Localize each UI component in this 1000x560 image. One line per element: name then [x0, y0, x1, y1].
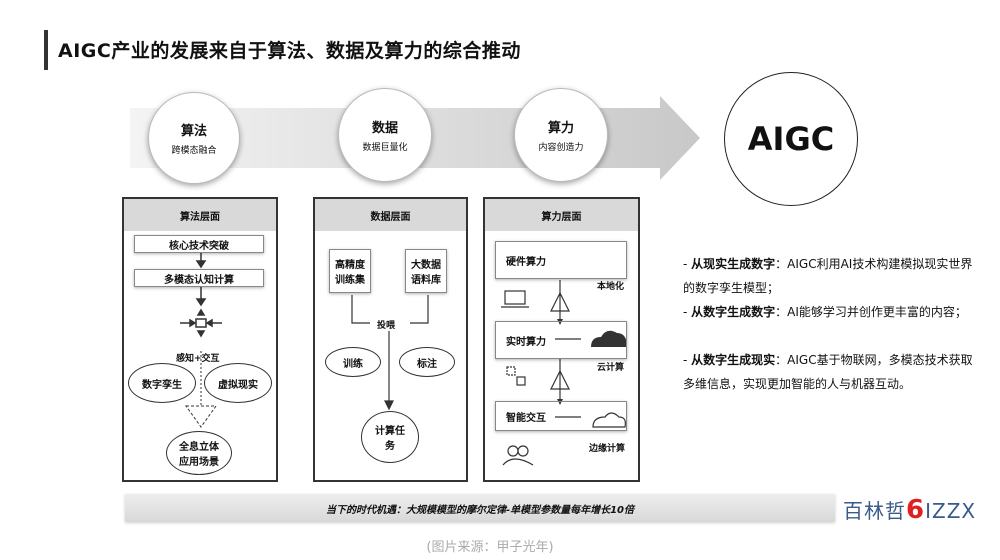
page-title: AIGC产业的发展来自于算法、数据及算力的综合推动 — [58, 40, 521, 62]
stage-sub: 数据巨量化 — [362, 143, 408, 153]
local-label: 本地化 — [597, 282, 625, 292]
bullet-item: - 从数字生成数字：AI能够学习并创作更丰富的内容； — [683, 305, 967, 319]
image-caption: (图片来源：甲子光年) — [426, 540, 554, 555]
banner: 当下的时代机遇：大规模模型的摩尔定律-单模型参数量每年增长10倍 — [125, 494, 835, 522]
users-icon — [507, 445, 519, 457]
hardware-box: 硬件算力 — [495, 241, 627, 279]
stage-name: 算法 — [180, 124, 207, 139]
bullet-item: - 从现实生成数字：AIGC利用AI技术构建模拟现实世界的数字孪生模型； — [683, 257, 973, 295]
stage-name: 算力 — [547, 121, 574, 136]
scene-oval: 全息立体 应用场景 — [166, 431, 232, 475]
bullet-heading: 从数字生成现实 — [691, 353, 776, 367]
stage-compute: 算力 内容创造力 — [514, 88, 608, 182]
stage-data: 数据 数据巨量化 — [338, 88, 432, 182]
interaction-box: 智能交互 — [495, 401, 627, 431]
label-oval: 标注 — [399, 347, 455, 377]
vr-oval: 虚拟现实 — [204, 363, 272, 403]
stage-sub: 内容创造力 — [538, 143, 584, 153]
bullet-text: ：AIGC基于物联网，多模态技术获取多维信息，实现更加智能的人与机器互动。 — [683, 353, 973, 391]
panel-data: 数据层面 高精度训练集 大数据语料库 投喂 训练 标注 计算任务 — [313, 197, 468, 482]
panel-connectors — [351, 295, 429, 411]
digital-twin-oval: 数字孪生 — [128, 363, 196, 403]
panel-header: 算力层面 — [485, 199, 638, 231]
bullet-item: - 从数字生成现实：AIGC基于物联网，多模态技术获取多维信息，实现更加智能的人… — [683, 353, 973, 391]
realtime-box: 实时算力 — [495, 321, 627, 359]
task-oval: 计算任务 — [361, 411, 419, 463]
logo-mark: 6 — [906, 495, 926, 525]
logo: 百林哲6IZZX — [843, 495, 976, 525]
laptop-icon — [504, 290, 526, 305]
bullet-text: ：AIGC利用AI技术构建模拟现实世界的数字孪生模型； — [683, 257, 973, 295]
scene-line-2: 应用场景 — [179, 457, 219, 468]
panel-header: 算法层面 — [124, 199, 276, 231]
panel-connectors — [180, 251, 222, 428]
bullet-text: ：AI能够学习并创作更丰富的内容； — [775, 305, 967, 319]
transfer-icon — [506, 366, 516, 376]
aigc-circle: AIGC — [724, 72, 858, 206]
scene-line-1: 全息立体 — [179, 442, 219, 453]
train-oval: 训练 — [325, 347, 381, 377]
edge-cloud-icon — [592, 412, 626, 428]
cloud-label: 云计算 — [597, 363, 625, 373]
corpus-box: 大数据语料库 — [405, 249, 447, 293]
bullet-heading: 从数字生成数字 — [691, 305, 776, 319]
logo-text: IZZX — [925, 499, 977, 523]
multimodal-box: 多模态认知计算 — [134, 269, 264, 287]
panel-algorithm: 算法层面 核心技术突破 多模态认知计算 感知+交互 数字孪生 虚拟现实 全息立体… — [122, 197, 278, 482]
title-accent-bar — [44, 30, 48, 70]
edge-label: 边缘计算 — [589, 444, 626, 454]
feed-label: 投喂 — [377, 321, 396, 331]
stage-sub: 跨模态融合 — [171, 146, 217, 156]
panel-compute: 算力层面 硬件算力 本地化 实时算力 云计算 智能交互 边缘计算 — [483, 197, 640, 482]
panel-header: 数据层面 — [315, 199, 466, 231]
stage-algorithm: 算法 跨模态融合 — [148, 92, 240, 184]
logo-text: 百林哲 — [843, 499, 906, 523]
stage-name: 数据 — [371, 121, 398, 136]
dataset-box: 高精度训练集 — [329, 249, 371, 293]
bullet-heading: 从现实生成数字 — [691, 257, 776, 271]
cloud-icon — [591, 330, 627, 347]
core-tech-box: 核心技术突破 — [134, 235, 264, 253]
perception-label: 感知+交互 — [176, 354, 220, 364]
